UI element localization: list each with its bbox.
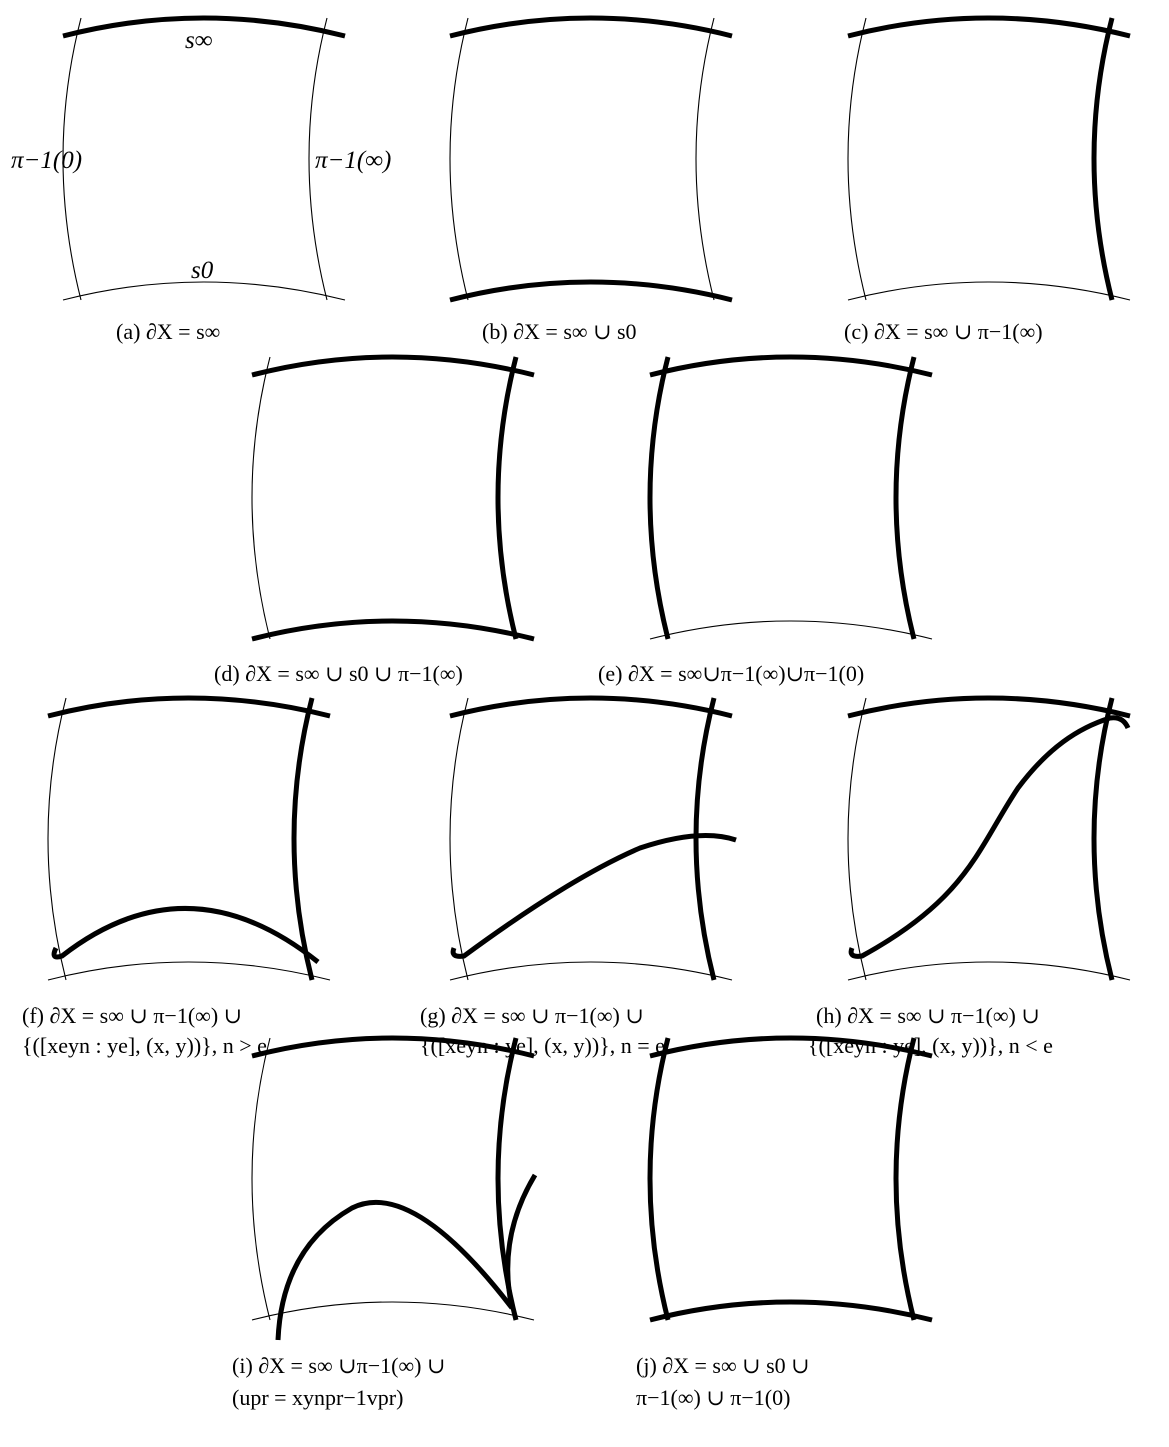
section-infinity-curve: [252, 357, 534, 375]
fiber-zero-curve: [650, 1038, 668, 1320]
fiber-zero-curve: [449, 17, 469, 301]
fiber-infinity-curve: [294, 698, 312, 980]
fiber-infinity-curve: [896, 357, 914, 639]
section-infinity-curve: [48, 698, 330, 716]
fiber-zero-curve: [449, 697, 469, 981]
caption-e: (e) ∂X = s∞∪π−1(∞)∪π−1(0): [598, 661, 865, 686]
panel-f: [48, 698, 330, 980]
section-zero-curve: [252, 621, 534, 639]
section-zero-curve: [450, 282, 732, 300]
panel-d: [252, 357, 534, 639]
panel-e: [650, 357, 932, 639]
fiber-zero-curve: [847, 17, 867, 301]
panel-c: [848, 18, 1130, 300]
caption-f-line2: {([xeyn : ye], (x, y))}, n > e: [22, 1033, 267, 1058]
caption-g-line1: (g) ∂X = s∞ ∪ π−1(∞) ∪: [420, 1003, 644, 1028]
s-zero-label: s0: [191, 257, 214, 284]
caption-j-line1: (j) ∂X = s∞ ∪ s0 ∪: [636, 1353, 810, 1378]
fiber-zero-curve: [251, 356, 271, 640]
fiber-zero-curve: [847, 697, 867, 981]
caption-a: (a) ∂X = s∞: [116, 319, 221, 344]
section-infinity-curve: [848, 698, 1130, 716]
extra-boundary-curve: [848, 715, 1131, 959]
panel-a: s∞ s0 π−1(0) π−1(∞): [11, 18, 391, 301]
fiber-infinity-curve: [1094, 18, 1112, 300]
fiber-infinity-curve: [1094, 698, 1112, 980]
caption-f-line1: (f) ∂X = s∞ ∪ π−1(∞) ∪: [22, 1003, 243, 1028]
caption-d: (d) ∂X = s∞ ∪ s0 ∪ π−1(∞): [214, 661, 463, 686]
caption-h-line2: {([xeyn : ye], (x, y))}, n < e: [808, 1033, 1053, 1058]
section-zero-curve: [62, 281, 346, 301]
fiber-zero-curve: [251, 1037, 271, 1321]
pi-inverse-zero-label: π−1(0): [11, 147, 82, 174]
fiber-infinity-curve: [696, 698, 714, 980]
cusp-branch-curve: [505, 1173, 538, 1309]
section-zero-curve: [847, 281, 1131, 301]
extra-boundary-curve: [275, 1199, 514, 1341]
section-zero-curve: [449, 961, 733, 981]
section-zero-curve: [847, 961, 1131, 981]
caption-h-line1: (h) ∂X = s∞ ∪ π−1(∞) ∪: [816, 1003, 1040, 1028]
panel-h: [848, 698, 1130, 980]
section-zero-curve: [649, 620, 933, 640]
section-infinity-curve: [650, 357, 932, 375]
s-infinity-label: s∞: [185, 27, 213, 54]
fiber-infinity-curve: [896, 1038, 914, 1320]
extra-boundary-curve: [51, 906, 320, 964]
panel-g: [449, 697, 737, 981]
section-infinity-curve: [450, 698, 732, 716]
caption-g-line2: {([xeyn : ye], (x, y))}, n = e: [420, 1033, 665, 1058]
fiber-infinity-curve: [695, 17, 715, 301]
panel-b: [450, 18, 732, 300]
caption-i-line1: (i) ∂X = s∞ ∪π−1(∞) ∪: [232, 1353, 446, 1378]
caption-j-line2: π−1(∞) ∪ π−1(0): [636, 1385, 791, 1410]
fiber-zero-curve: [650, 357, 668, 639]
section-infinity-curve: [450, 18, 732, 36]
caption-c: (c) ∂X = s∞ ∪ π−1(∞): [844, 319, 1043, 344]
pi-inverse-infinity-label: π−1(∞): [315, 147, 391, 174]
fiber-infinity-curve: [498, 357, 516, 639]
section-zero-curve: [47, 961, 331, 981]
caption-i-line2: (upr = xynpr−1vpr): [232, 1385, 404, 1410]
section-zero-curve: [650, 1302, 932, 1320]
section-zero-curve: [251, 1301, 535, 1321]
panel-j: [650, 1038, 932, 1320]
section-infinity-curve: [848, 18, 1130, 36]
caption-b: (b) ∂X = s∞ ∪ s0: [482, 319, 637, 344]
extra-boundary-curve: [450, 833, 737, 959]
fiber-zero-curve: [47, 697, 67, 981]
panel-i: [251, 1037, 538, 1341]
